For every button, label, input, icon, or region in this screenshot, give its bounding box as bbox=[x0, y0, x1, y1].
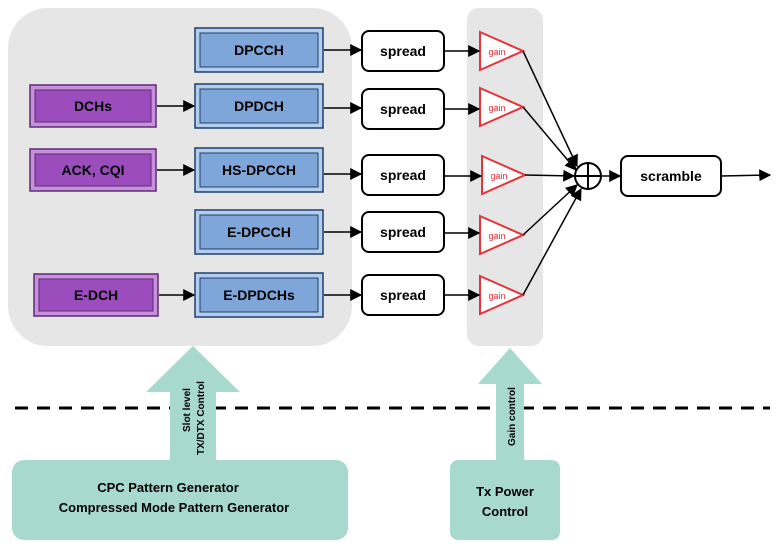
cpc-pattern-generator-box: CPC Pattern Generator Compressed Mode Pa… bbox=[12, 460, 348, 540]
block-edch: E-DCH bbox=[33, 273, 159, 317]
block-dchs: DCHs bbox=[29, 84, 157, 128]
scramble-box: scramble bbox=[620, 155, 722, 197]
arrow-gain3-to-summer bbox=[524, 169, 576, 182]
gain-label-2: gain bbox=[488, 103, 505, 113]
spread-box-2: spread bbox=[361, 88, 445, 130]
summer-plus-icon bbox=[574, 162, 602, 190]
gain-control-label: Gain control bbox=[507, 387, 518, 446]
spread-box-4: spread bbox=[361, 211, 445, 253]
signal-arrows bbox=[157, 44, 772, 301]
arrow-gain2-to-summer bbox=[522, 106, 577, 171]
arrow-gain1-to-summer bbox=[522, 50, 578, 168]
block-edpcch: E-DPCCH bbox=[194, 209, 324, 255]
gain-label-4: gain bbox=[488, 231, 505, 241]
slot-level-label-line1: Slot level bbox=[182, 388, 193, 432]
gain-control-arrow: Gain control bbox=[478, 348, 542, 460]
gain-label-3: gain bbox=[490, 171, 507, 181]
tx-power-control-box: Tx Power Control bbox=[450, 460, 560, 540]
block-dpdch-label: DPDCH bbox=[234, 98, 284, 114]
spread-label-4: spread bbox=[380, 224, 426, 240]
block-edpcch-label: E-DPCCH bbox=[227, 224, 291, 240]
block-ack-cqi-label: ACK, CQI bbox=[62, 162, 125, 178]
arrow-scramble-out bbox=[720, 169, 772, 182]
block-hsdpcch-label: HS-DPCCH bbox=[222, 162, 296, 178]
block-edpdchs-label: E-DPDCHs bbox=[223, 287, 295, 303]
spread-label-3: spread bbox=[380, 167, 426, 183]
block-ack-cqi: ACK, CQI bbox=[29, 148, 157, 192]
spread-box-1: spread bbox=[361, 30, 445, 72]
block-edch-label: E-DCH bbox=[74, 287, 118, 303]
slot-level-arrow: Slot level TX/DTX Control bbox=[146, 346, 240, 462]
arrow-gain4-to-summer bbox=[522, 184, 578, 236]
scramble-label: scramble bbox=[640, 168, 702, 184]
spread-label-5: spread bbox=[380, 287, 426, 303]
block-hsdpcch: HS-DPCCH bbox=[194, 147, 324, 193]
block-edpdchs: E-DPDCHs bbox=[194, 272, 324, 318]
tx-power-control-label: Control bbox=[482, 504, 528, 519]
block-dpcch: DPCCH bbox=[194, 27, 324, 73]
spread-label-2: spread bbox=[380, 101, 426, 117]
spread-label-1: spread bbox=[380, 43, 426, 59]
cpc-pattern-generator-label: CPC Pattern Generator bbox=[97, 480, 239, 495]
gain-label-1: gain bbox=[488, 47, 505, 57]
slot-level-label-line2: TX/DTX Control bbox=[196, 381, 207, 455]
spread-box-3: spread bbox=[361, 154, 445, 196]
block-dchs-label: DCHs bbox=[74, 98, 112, 114]
compressed-mode-generator-label: Compressed Mode Pattern Generator bbox=[59, 500, 289, 515]
block-dpcch-label: DPCCH bbox=[234, 42, 284, 58]
spread-box-5: spread bbox=[361, 274, 445, 316]
block-dpdch: DPDCH bbox=[194, 83, 324, 129]
gain-label-5: gain bbox=[488, 291, 505, 301]
arrow-gain5-to-summer bbox=[522, 187, 582, 296]
tx-power-label: Tx Power bbox=[476, 484, 534, 499]
